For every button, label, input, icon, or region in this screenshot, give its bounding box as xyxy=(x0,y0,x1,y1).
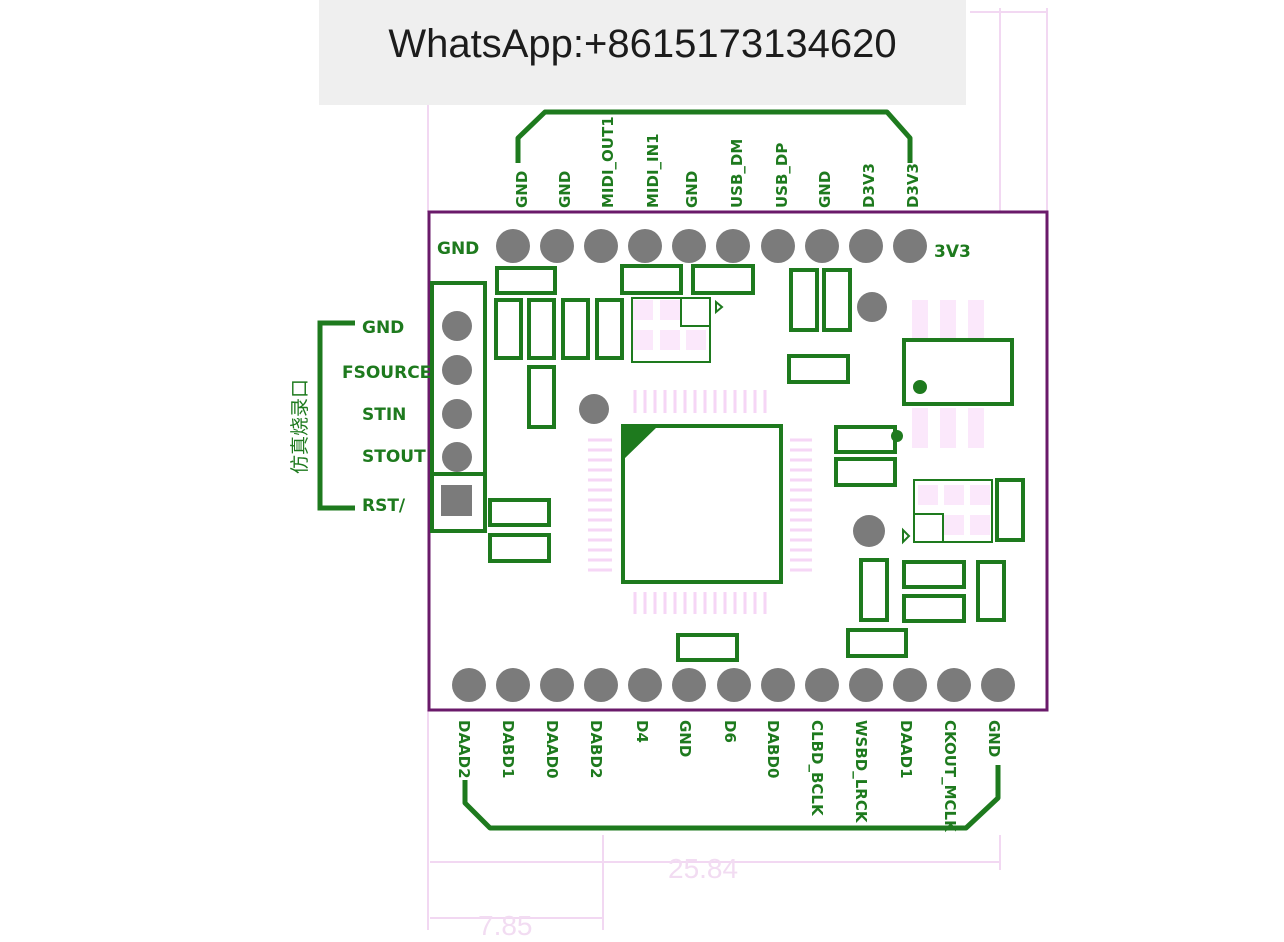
via-pad xyxy=(853,515,885,547)
bottom-pad xyxy=(849,668,883,702)
top-pad-row xyxy=(496,229,927,263)
top-pad xyxy=(672,229,706,263)
bottom-pad xyxy=(761,668,795,702)
top-pin-label: MIDI_IN1 xyxy=(644,133,662,208)
bottom-pad xyxy=(717,668,751,702)
bottom-pin-label: GND xyxy=(985,720,1003,757)
bottom-pad xyxy=(496,668,530,702)
prog-pin-label: STOUT xyxy=(362,447,426,467)
prog-pin-label: RST/ xyxy=(362,496,406,516)
bottom-header-bracket xyxy=(462,765,1001,831)
bottom-pad xyxy=(805,668,839,702)
bottom-pin-label: D4 xyxy=(633,720,651,743)
top-header-bracket xyxy=(515,109,913,163)
bottom-pad xyxy=(893,668,927,702)
top-pad xyxy=(584,229,618,263)
bottom-pin-label: DABD2 xyxy=(587,720,605,778)
programming-bracket xyxy=(317,320,355,511)
bottom-pin-label: D6 xyxy=(721,720,739,743)
board-label-gnd: GND xyxy=(437,239,479,259)
polarity-dot xyxy=(891,430,903,442)
prog-pin-label: FSOURCE xyxy=(342,363,431,383)
bottom-pin-label: DAAD1 xyxy=(897,720,915,779)
bottom-pad xyxy=(672,668,706,702)
top-pin-label: GND xyxy=(816,171,834,208)
bottom-pin-label: CKOUT_MCLK xyxy=(941,720,959,833)
main-ic-outline xyxy=(621,424,783,584)
top-pin-label: USB_DM xyxy=(728,139,746,208)
bottom-pad xyxy=(937,668,971,702)
faint-pad-pattern xyxy=(633,300,990,535)
top-pad xyxy=(893,229,927,263)
top-pad xyxy=(761,229,795,263)
contact-banner-text: WhatsApp:+8615173134620 xyxy=(388,22,897,66)
bottom-pin-label: DAAD2 xyxy=(455,720,473,779)
prog-pad-square xyxy=(441,485,472,516)
smd-components xyxy=(488,264,1025,662)
programming-header-outline xyxy=(430,281,487,533)
dimension-offset-label: 7.85 xyxy=(478,910,533,941)
bottom-pad xyxy=(584,668,618,702)
prog-pin-label: STIN xyxy=(362,405,406,425)
top-pin-label: GND xyxy=(683,171,701,208)
bottom-pin-label: CLBD_BCLK xyxy=(808,720,826,817)
top-pad xyxy=(496,229,530,263)
main-ic-pin1-marker xyxy=(623,426,658,460)
programming-header-title: 仿真烧录口 xyxy=(289,379,311,474)
top-pin-label: GND xyxy=(513,171,531,208)
bottom-pad xyxy=(540,668,574,702)
bottom-pin-label: DAAD0 xyxy=(543,720,561,779)
via-pad xyxy=(857,292,887,322)
top-pad xyxy=(716,229,750,263)
board-label-3v3: 3V3 xyxy=(934,242,971,262)
contact-banner: WhatsApp:+8615173134620 xyxy=(319,0,966,105)
bottom-pin-label: GND xyxy=(676,720,694,757)
bottom-pin-label: DABD0 xyxy=(764,720,782,778)
bottom-pad xyxy=(628,668,662,702)
prog-pad xyxy=(442,355,472,385)
top-pin-label: GND xyxy=(556,171,574,208)
top-pin-label: D3V3 xyxy=(904,163,922,208)
prog-pad xyxy=(442,442,472,472)
via-pad xyxy=(579,394,609,424)
bottom-pin-label: WSBD_LRCK xyxy=(852,720,870,824)
board-outline xyxy=(427,210,1049,712)
top-pad xyxy=(805,229,839,263)
polarity-dot xyxy=(913,380,927,394)
top-pin-label: USB_DP xyxy=(773,143,791,208)
top-pad xyxy=(628,229,662,263)
top-pin-label: D3V3 xyxy=(860,163,878,208)
prog-pin-label: GND xyxy=(362,318,404,338)
bottom-pad xyxy=(452,668,486,702)
prog-pad xyxy=(442,399,472,429)
dimension-width-label: 25.84 xyxy=(668,853,738,884)
bottom-pad xyxy=(981,668,1015,702)
bottom-pin-labels: DAAD2 DABD1 DAAD0 DABD2 D4 GND D6 DABD0 … xyxy=(455,720,1003,833)
top-pin-label: MIDI_OUT1 xyxy=(599,116,617,208)
prog-pad xyxy=(442,311,472,341)
top-pad xyxy=(540,229,574,263)
top-pad xyxy=(849,229,883,263)
qfp-pad-ring xyxy=(588,390,812,614)
dimension-lines xyxy=(427,8,1048,930)
bottom-pin-label: DABD1 xyxy=(499,720,517,778)
top-pin-labels: GND GND MIDI_OUT1 MIDI_IN1 GND USB_DM US… xyxy=(513,116,922,208)
bottom-pad-row xyxy=(452,668,1015,702)
sot-packages xyxy=(631,297,993,545)
